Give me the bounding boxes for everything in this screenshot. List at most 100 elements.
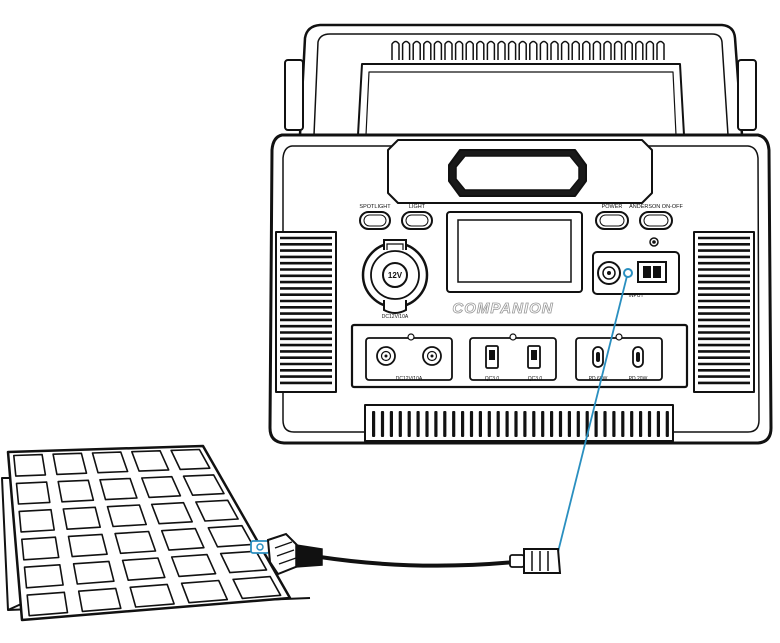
grille-slot [425,411,429,437]
grip-ridge [613,40,623,60]
solar-cell [52,452,88,476]
control-buttons: SPOTLIGHT LIGHT POWER ANDERSON ON-OFF [359,204,684,247]
grille-slot [603,411,607,437]
grip-ridge [624,40,633,60]
bottom-grille [364,404,674,442]
grip-ridge [486,40,496,60]
anderson-button[interactable]: ANDERSON ON-OFF [629,204,684,230]
output-panel: DC12V/10A QC3.0 QC3.0 [350,323,689,389]
input-port-highlight[interactable] [623,268,633,278]
solar-cell [57,479,95,503]
light-button[interactable]: LIGHT [401,204,433,230]
solar-cell [67,533,108,558]
grille-slot [416,411,420,437]
grip-ridge [507,40,517,60]
usb-a-port-right[interactable] [527,345,541,369]
socket-rating: DC12V/10A [382,314,409,320]
solar-cell [13,453,47,477]
grille-slot [630,411,634,437]
solar-cell [18,508,55,533]
grip-ridge [656,40,665,60]
grille-slot [639,411,643,437]
grille-slot [407,411,411,437]
solar-cells [13,448,282,617]
grip-ridge [412,40,421,60]
solar-cell [219,550,268,574]
grip-ridge [423,40,432,60]
grille-slot [505,411,509,437]
grip-ridge [497,40,506,60]
input-label: INPUT [629,293,644,299]
grip-ridge [529,40,538,60]
grille-slot [380,411,385,437]
grille-slot [541,411,545,437]
cable-black [319,555,526,568]
carry-handle [284,23,757,137]
spotlight-button[interactable]: SPOTLIGHT [359,204,391,230]
solar-cell [106,504,147,528]
dc-output-label: DC12V/10A [396,376,423,382]
anderson-label: ANDERSON ON-OFF [629,204,683,210]
cable-blue [555,275,628,561]
grip-ridge [560,40,570,60]
solar-cell [170,553,217,578]
grip-ridge [518,40,527,60]
solar-cell [23,564,64,589]
spotlight-label: SPOTLIGHT [359,204,391,210]
usb-c-group: PD 60W PD 20W [575,333,663,382]
handle-grip [391,40,665,60]
grip-ridge [592,40,602,60]
solar-cell [15,481,51,505]
pd-left-label: PD 60W [589,376,608,382]
dc-output-group: DC12V/10A [365,333,453,382]
dc-input-port[interactable] [597,261,621,285]
solar-cell [131,450,170,472]
grille-slot [398,411,402,437]
grille-slot [647,411,652,437]
usb-c-port-right[interactable] [632,346,644,368]
qc-right-label: QC3.0 [528,376,543,382]
solar-cell [170,448,211,471]
anderson-plug[interactable] [509,548,562,574]
grille-slot [523,411,527,437]
grip-ridge [391,40,400,60]
grille-slot [621,411,625,437]
grille-slot [434,411,438,437]
anderson-input-port[interactable] [637,261,667,283]
grip-ridge [433,40,443,60]
grip-ridge [454,40,464,60]
power-button[interactable]: POWER [595,204,629,230]
grille-slot [478,411,482,437]
solar-cell [77,587,122,613]
grille-slot [558,411,563,437]
grille-slot [469,411,474,437]
grille-slot [665,411,669,437]
grip-ridge [645,40,655,60]
socket-voltage: 12V [388,271,403,280]
solar-cell [160,527,205,551]
solar-cell [195,499,239,522]
grip-ridge [444,40,453,60]
solar-cell [129,583,175,608]
solar-cell [91,451,129,474]
usb-a-group: QC3.0 QC3.0 [469,333,557,382]
usb-c-port-left[interactable] [592,346,604,368]
right-vent [693,231,755,393]
dc-output-port-left[interactable] [376,346,396,366]
solar-cell [182,474,225,496]
mc4-connector[interactable] [250,532,323,576]
usb-a-port-left[interactable] [485,345,499,369]
grille-slot [656,411,660,437]
grille-slot [594,411,598,437]
grille-slot [550,411,554,437]
solar-panel [1,444,311,622]
dc-output-port-right[interactable] [422,346,442,366]
cigarette-socket[interactable]: 12V DC12V/10A [361,239,429,320]
power-label: POWER [602,204,623,210]
solar-cell [26,591,69,617]
pd-right-label: PD 20W [629,376,648,382]
grip-ridge [465,40,474,60]
grip-ridge [571,40,580,60]
